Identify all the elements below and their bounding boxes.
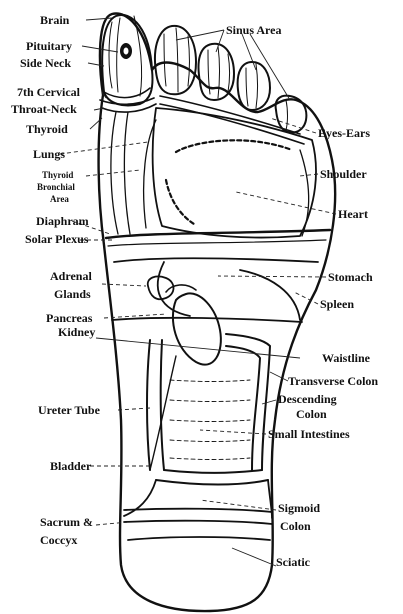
label-descending: Descending bbox=[278, 392, 337, 406]
heel-bands bbox=[124, 480, 272, 540]
label-heart: Heart bbox=[338, 207, 368, 221]
label-7th-cervical: 7th Cervical bbox=[17, 85, 81, 99]
label-side-neck: Side Neck bbox=[20, 56, 71, 70]
label-sinus-area: Sinus Area bbox=[226, 23, 281, 37]
label-brain: Brain bbox=[40, 13, 70, 27]
pituitary-point bbox=[120, 43, 132, 59]
label-adrenal: Adrenal bbox=[50, 269, 92, 283]
diaphragm-line bbox=[106, 230, 330, 246]
label-small-intestines: Small Intestines bbox=[268, 427, 350, 441]
label-diaphram: Diaphram bbox=[36, 214, 89, 228]
label-thyroid-bronchial-1: Thyroid bbox=[42, 170, 73, 180]
label-thyroid-bronchial-2: Bronchial bbox=[37, 182, 75, 192]
label-sacrum: Sacrum & bbox=[40, 515, 93, 529]
heart-dashed-zone bbox=[166, 140, 292, 224]
label-solar-plexus: Solar Plexus bbox=[25, 232, 89, 246]
colon-region bbox=[147, 334, 270, 485]
fourth-toe bbox=[238, 62, 270, 110]
label-thyroid-bronchial-3: Area bbox=[50, 194, 69, 204]
label-sciatic: Sciatic bbox=[276, 555, 311, 569]
neck-bands bbox=[100, 96, 304, 144]
label-eyes-ears: Eyes-Ears bbox=[318, 126, 370, 140]
label-sigmoid-colon: Colon bbox=[280, 519, 311, 533]
label-sigmoid: Sigmoid bbox=[278, 501, 320, 515]
label-stomach: Stomach bbox=[328, 270, 373, 284]
label-shoulder: Shoulder bbox=[320, 167, 367, 181]
big-toe bbox=[102, 15, 152, 106]
label-transverse-colon: Transverse Colon bbox=[288, 374, 378, 388]
label-spleen: Spleen bbox=[320, 297, 354, 311]
second-toe bbox=[155, 26, 196, 94]
label-throat-neck: Throat-Neck bbox=[11, 102, 77, 116]
label-glands: Glands bbox=[54, 287, 91, 301]
label-lungs: Lungs bbox=[33, 147, 65, 161]
label-waistline: Waistline bbox=[322, 351, 371, 365]
label-pituitary: Pituitary bbox=[26, 39, 72, 53]
label-thyroid: Thyroid bbox=[26, 122, 68, 136]
labels-left: Brain Pituitary Side Neck 7th Cervical T… bbox=[11, 13, 101, 547]
lung-region bbox=[111, 108, 316, 238]
intestine-dashes bbox=[170, 380, 250, 460]
label-descending-colon: Colon bbox=[296, 407, 327, 421]
third-toe bbox=[199, 44, 235, 100]
label-ureter-tube: Ureter Tube bbox=[38, 403, 101, 417]
label-coccyx: Coccyx bbox=[40, 533, 77, 547]
kidney-shape bbox=[166, 285, 221, 365]
label-pancreas: Pancreas bbox=[46, 311, 93, 325]
label-kidney: Kidney bbox=[58, 325, 95, 339]
label-bladder: Bladder bbox=[50, 459, 92, 473]
